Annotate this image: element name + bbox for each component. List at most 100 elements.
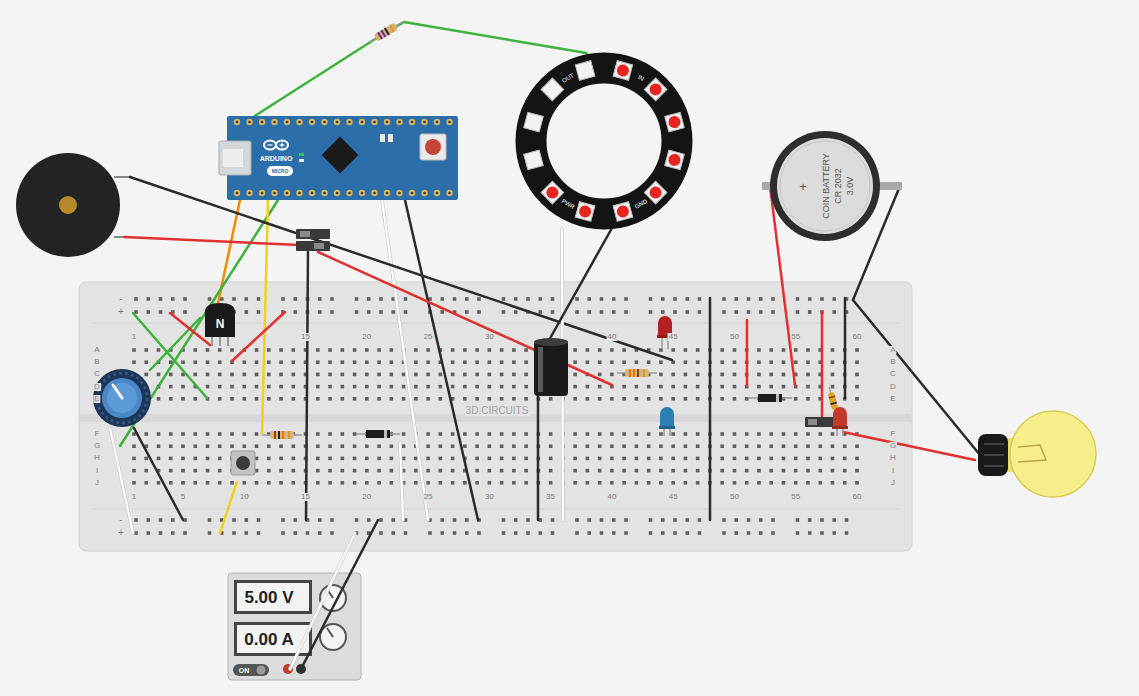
breadboard-hole — [267, 481, 271, 485]
breadboard-hole — [292, 360, 296, 364]
breadboard-hole — [193, 397, 197, 401]
breadboard-hole — [367, 297, 371, 301]
breadboard-hole — [769, 444, 773, 448]
neopixel-ring-shape-part — [613, 61, 633, 81]
breadboard-hole — [267, 373, 271, 377]
potentiometer-part — [113, 385, 122, 398]
breadboard-hole — [183, 310, 187, 314]
breadboard-hole — [341, 348, 345, 352]
arduino-board-shape-part — [236, 121, 239, 124]
breadboard-hole — [475, 385, 479, 389]
breadboard-hole — [169, 444, 173, 448]
breadboard-hole — [144, 469, 148, 473]
breadboard-hole — [782, 469, 786, 473]
breadboard-hole — [281, 297, 285, 301]
light-bulb-part — [1010, 411, 1096, 497]
breadboard-hole — [659, 444, 663, 448]
breadboard-hole — [598, 385, 602, 389]
breadboard-hole — [255, 348, 259, 352]
diode-part-part — [366, 430, 390, 438]
breadboard-hole — [782, 432, 786, 436]
breadboard-hole — [514, 297, 518, 301]
arduino-board-shape-part — [359, 119, 365, 125]
arduino-board-shape-part — [248, 121, 251, 124]
light-bulb — [978, 411, 1096, 497]
column-number: 60 — [852, 493, 863, 501]
breadboard-hole — [230, 432, 234, 436]
breadboard-hole — [831, 432, 835, 436]
breadboard-hole — [647, 469, 651, 473]
breadboard-hole — [573, 444, 577, 448]
row-letter: E — [889, 395, 896, 403]
arduino-board-shape-part — [334, 190, 340, 196]
arduino-board-shape-part — [234, 119, 240, 125]
neopixel-ring-shape-part-part — [667, 115, 682, 130]
column-number: 55 — [790, 333, 801, 341]
breadboard-hole — [439, 373, 443, 377]
arduino-board-shape-part — [373, 121, 376, 124]
breadboard-hole — [855, 385, 859, 389]
breadboard-hole — [759, 297, 763, 301]
resistor-part-part — [288, 431, 290, 439]
arduino-board-shape-part — [384, 119, 390, 125]
breadboard-hole — [696, 457, 700, 461]
breadboard-hole — [475, 360, 479, 364]
arduino-board-shape-part — [409, 119, 415, 125]
breadboard-hole — [257, 531, 261, 535]
row-letter: E — [93, 395, 100, 403]
breadboard-hole — [831, 444, 835, 448]
breadboard-hole — [696, 385, 700, 389]
breadboard-hole — [316, 432, 320, 436]
transistor-legs-part — [211, 337, 213, 346]
breadboard-hole — [193, 373, 197, 377]
breadboard-hole — [439, 432, 443, 436]
breadboard-hole — [328, 444, 332, 448]
breadboard-hole — [624, 310, 628, 314]
arduino-board-shape-part — [346, 119, 352, 125]
breadboard-hole — [685, 518, 689, 522]
breadboard-hole — [698, 310, 702, 314]
breadboard-hole — [463, 444, 467, 448]
arduino-board-shape-part — [323, 192, 326, 195]
breadboard-hole — [524, 397, 528, 401]
arduino-board-shape-part — [284, 190, 290, 196]
arduino-board-shape-part — [261, 192, 264, 195]
breadboard-hole — [318, 297, 322, 301]
neopixel-ring-shape-part-part — [541, 78, 564, 101]
breadboard-hole — [551, 518, 555, 522]
breadboard-hole — [414, 481, 418, 485]
row-letter: A — [889, 346, 896, 354]
breadboard-hole — [169, 432, 173, 436]
breadboard-hole — [181, 457, 185, 461]
neopixel-ring-shape-part-part — [613, 202, 633, 222]
row-letter: F — [890, 430, 897, 438]
breadboard-hole — [292, 457, 296, 461]
row-letter: I — [95, 467, 99, 475]
breadboard-hole — [843, 444, 847, 448]
breadboard-hole — [377, 360, 381, 364]
breadboard-hole — [500, 397, 504, 401]
breadboard-hole — [463, 397, 467, 401]
neopixel-ring-shape-part — [541, 181, 564, 204]
breadboard-hole — [341, 432, 345, 436]
slide-switch-part — [314, 243, 324, 249]
arduino-board-shape-part — [296, 190, 302, 196]
breadboard-hole — [598, 444, 602, 448]
led-part-part — [833, 407, 847, 428]
breadboard-hole — [255, 385, 259, 389]
breadboard-hole — [157, 444, 161, 448]
breadboard-hole — [796, 297, 800, 301]
arduino-board-shape-part — [421, 190, 427, 196]
breadboard-hole — [659, 469, 663, 473]
breadboard-hole — [365, 348, 369, 352]
breadboard-hole — [206, 481, 210, 485]
potentiometer-part — [93, 369, 151, 427]
breadboard-hole — [465, 310, 469, 314]
breadboard-hole — [649, 297, 653, 301]
breadboard-hole — [855, 373, 859, 377]
breadboard-hole — [206, 457, 210, 461]
breadboard-hole — [232, 297, 236, 301]
breadboard-hole — [465, 297, 469, 301]
arduino-board-shape-part — [246, 190, 252, 196]
resistor-part-part — [633, 369, 635, 377]
